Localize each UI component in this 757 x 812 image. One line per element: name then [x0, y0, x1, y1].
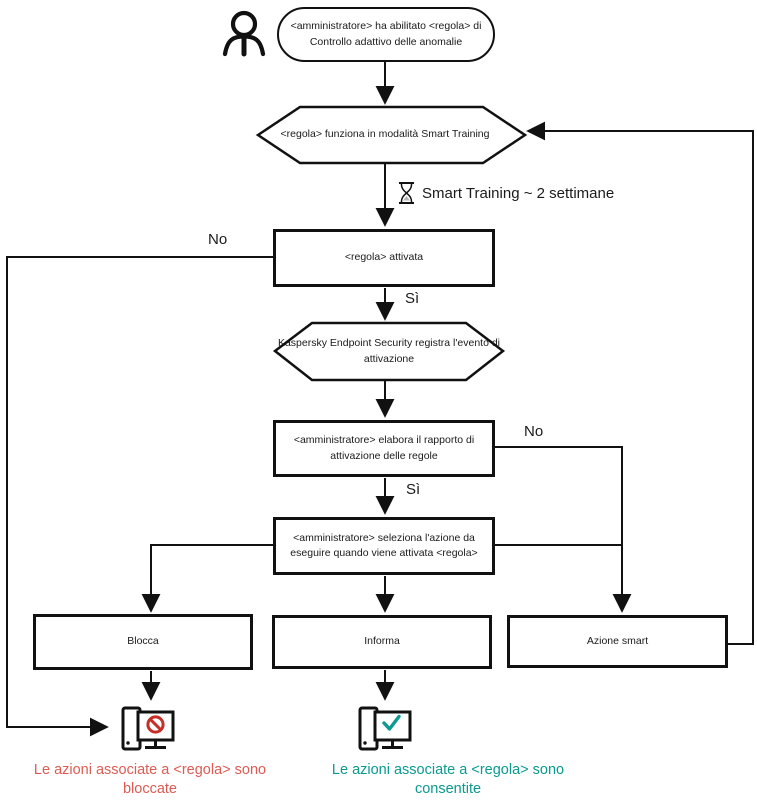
label-no-left: No: [208, 231, 228, 248]
smart-action-label: Azione smart: [586, 634, 649, 647]
no-left-line: [6, 256, 273, 737]
timer-label: Smart Training ~ 2 settimane: [422, 185, 615, 202]
select-action-label: <amministratore> seleziona l'azione da e…: [290, 531, 478, 559]
start-node: <amministratore> ha abilitato <regola> d…: [277, 7, 495, 62]
inform-node-label: Informa: [364, 635, 400, 648]
block-node: Blocca: [33, 614, 253, 670]
flow-arrows: [141, 62, 395, 701]
report-node-label: <amministratore> elabora il rapporto di …: [293, 434, 475, 462]
outcome-blocked-text: Le azioni associate a <regola> sono bloc…: [33, 762, 267, 797]
smart-action-node: Azione smart: [507, 615, 728, 668]
log-event-node-label: Kaspersky Endpoint Security registra l'e…: [277, 337, 501, 365]
block-node-label: Blocca: [127, 635, 159, 648]
smart-training-hexagon-shape: [255, 105, 528, 165]
prohibition-icon: [146, 715, 165, 734]
log-event-hexagon-shape: [272, 321, 506, 382]
computer-allowed-icon: [358, 706, 412, 751]
computer-blocked-icon: [121, 706, 175, 751]
rule-activated-node: <regola> attivata: [273, 229, 495, 287]
feedback-line: [526, 121, 754, 645]
label-yes-bottom: Sì: [406, 481, 421, 498]
check-icon: [382, 714, 401, 731]
start-node-label: <amministratore> ha abilitato <regola> d…: [290, 20, 482, 48]
select-left-line: [141, 544, 273, 613]
smart-training-node-label: <regola> funziona in modalità Smart Trai…: [280, 128, 490, 141]
label-no-right: No: [524, 423, 544, 440]
user-icon: [222, 10, 266, 57]
rule-activated-label: <regola> attivata: [344, 251, 424, 264]
inform-node: Informa: [272, 615, 492, 669]
select-action-node: <amministratore> seleziona l'azione da e…: [273, 517, 495, 575]
branch-lines: [6, 121, 754, 737]
hourglass-icon: [399, 182, 414, 204]
label-yes-top: Sì: [405, 290, 420, 307]
outcome-allowed-text: Le azioni associate a <regola> sono cons…: [331, 762, 565, 797]
no-right-line: [495, 446, 632, 613]
report-node: <amministratore> elabora il rapporto di …: [273, 420, 495, 477]
